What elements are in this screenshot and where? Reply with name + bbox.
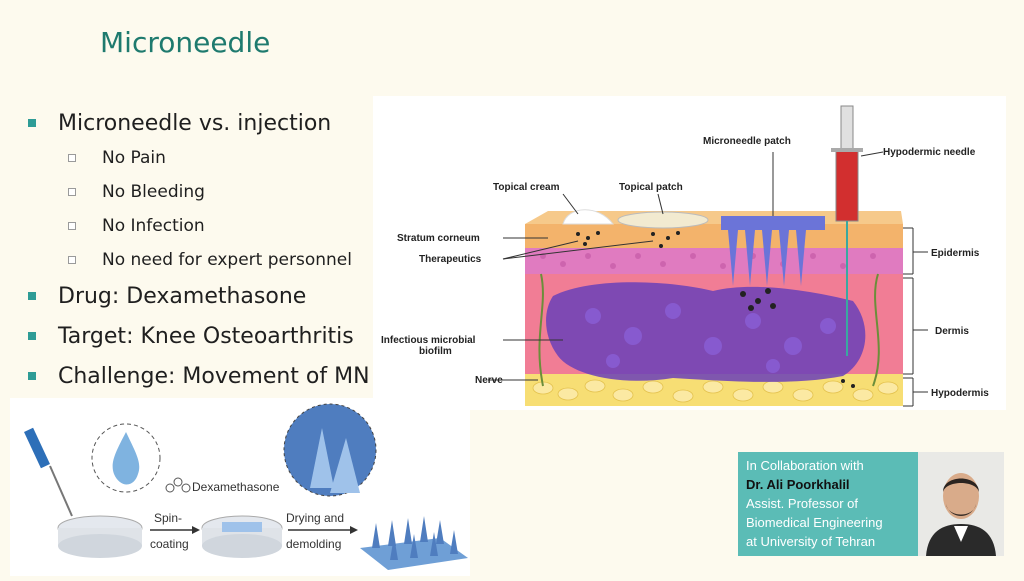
label-dexamethasone: Dexamethasone bbox=[192, 480, 280, 494]
sub-bullet-text: No Pain bbox=[102, 148, 166, 168]
label-nerve: Nerve bbox=[475, 375, 503, 386]
label-topical-patch: Topical patch bbox=[619, 182, 683, 193]
bullet-text: Challenge: Movement of MN bbox=[58, 363, 370, 389]
sub-bullet-text: No Infection bbox=[102, 216, 205, 236]
label-dry-2: demolding bbox=[286, 537, 341, 551]
checkbox-square-icon bbox=[68, 256, 76, 264]
bullet-item: Target: Knee Osteoarthritis bbox=[28, 321, 378, 351]
label-spin-2: coating bbox=[150, 537, 189, 551]
collaboration-panel: In Collaboration with Dr. Ali Poorkhalil… bbox=[738, 452, 918, 556]
skin-diagram-svg: Microneedle patch Hypodermic needle Topi… bbox=[381, 105, 989, 407]
label-microneedle-patch: Microneedle patch bbox=[703, 136, 791, 147]
collab-name: Dr. Ali Poorkhalil bbox=[746, 477, 850, 492]
label-hypodermis: Hypodermis bbox=[931, 388, 989, 399]
bullet-square-icon bbox=[28, 372, 36, 380]
sub-bullet-item: No need for expert personnel bbox=[28, 243, 378, 277]
checkbox-square-icon bbox=[68, 222, 76, 230]
checkbox-square-icon bbox=[68, 188, 76, 196]
label-hypodermic-needle: Hypodermic needle bbox=[883, 147, 976, 158]
label-topical-cream: Topical cream bbox=[493, 182, 560, 193]
collab-line-1: In Collaboration with bbox=[746, 458, 864, 473]
pipette-icon bbox=[24, 427, 73, 517]
sub-bullet-text: No Bleeding bbox=[102, 182, 205, 202]
sub-bullet-item: No Bleeding bbox=[28, 175, 378, 209]
label-dermis: Dermis bbox=[935, 326, 969, 337]
bullet-square-icon bbox=[28, 332, 36, 340]
label-epidermis: Epidermis bbox=[931, 248, 980, 259]
portrait-photo bbox=[918, 452, 1004, 556]
label-infectious-2: biofilm bbox=[419, 346, 452, 357]
bullet-text: Target: Knee Osteoarthritis bbox=[58, 323, 354, 349]
bullet-item: Microneedle vs. injection bbox=[28, 108, 378, 138]
label-therapeutics: Therapeutics bbox=[419, 254, 482, 265]
label-dry-1: Drying and bbox=[286, 511, 344, 525]
sub-bullet-item: No Pain bbox=[28, 141, 378, 175]
checkbox-square-icon bbox=[68, 154, 76, 162]
fabrication-diagram-svg: Dexamethasone Spin- coating Drying and d… bbox=[24, 403, 468, 570]
sub-bullet-text: No need for expert personnel bbox=[102, 250, 352, 270]
collab-line-3: Assist. Professor of bbox=[746, 496, 858, 511]
collab-line-4: Biomedical Engineering bbox=[746, 515, 883, 530]
bullet-square-icon bbox=[28, 119, 36, 127]
skin-diagram: Microneedle patch Hypodermic needle Topi… bbox=[373, 96, 1006, 410]
collab-line-5: at University of Tehran bbox=[746, 534, 876, 549]
bullet-text: Microneedle vs. injection bbox=[58, 110, 332, 136]
slide-title: Microneedle bbox=[100, 26, 271, 59]
bullet-list: Microneedle vs. injection No Pain No Ble… bbox=[28, 108, 378, 394]
sub-bullet-item: No Infection bbox=[28, 209, 378, 243]
label-spin-1: Spin- bbox=[154, 511, 182, 525]
label-stratum-corneum: Stratum corneum bbox=[397, 233, 480, 244]
bullet-square-icon bbox=[28, 292, 36, 300]
bullet-item: Challenge: Movement of MN bbox=[28, 361, 378, 391]
fabrication-diagram: Dexamethasone Spin- coating Drying and d… bbox=[10, 398, 470, 576]
bullet-item: Drug: Dexamethasone bbox=[28, 281, 378, 311]
bullet-text: Drug: Dexamethasone bbox=[58, 283, 307, 309]
label-infectious-1: Infectious microbial bbox=[381, 335, 476, 346]
person-portrait-icon bbox=[918, 452, 1004, 556]
